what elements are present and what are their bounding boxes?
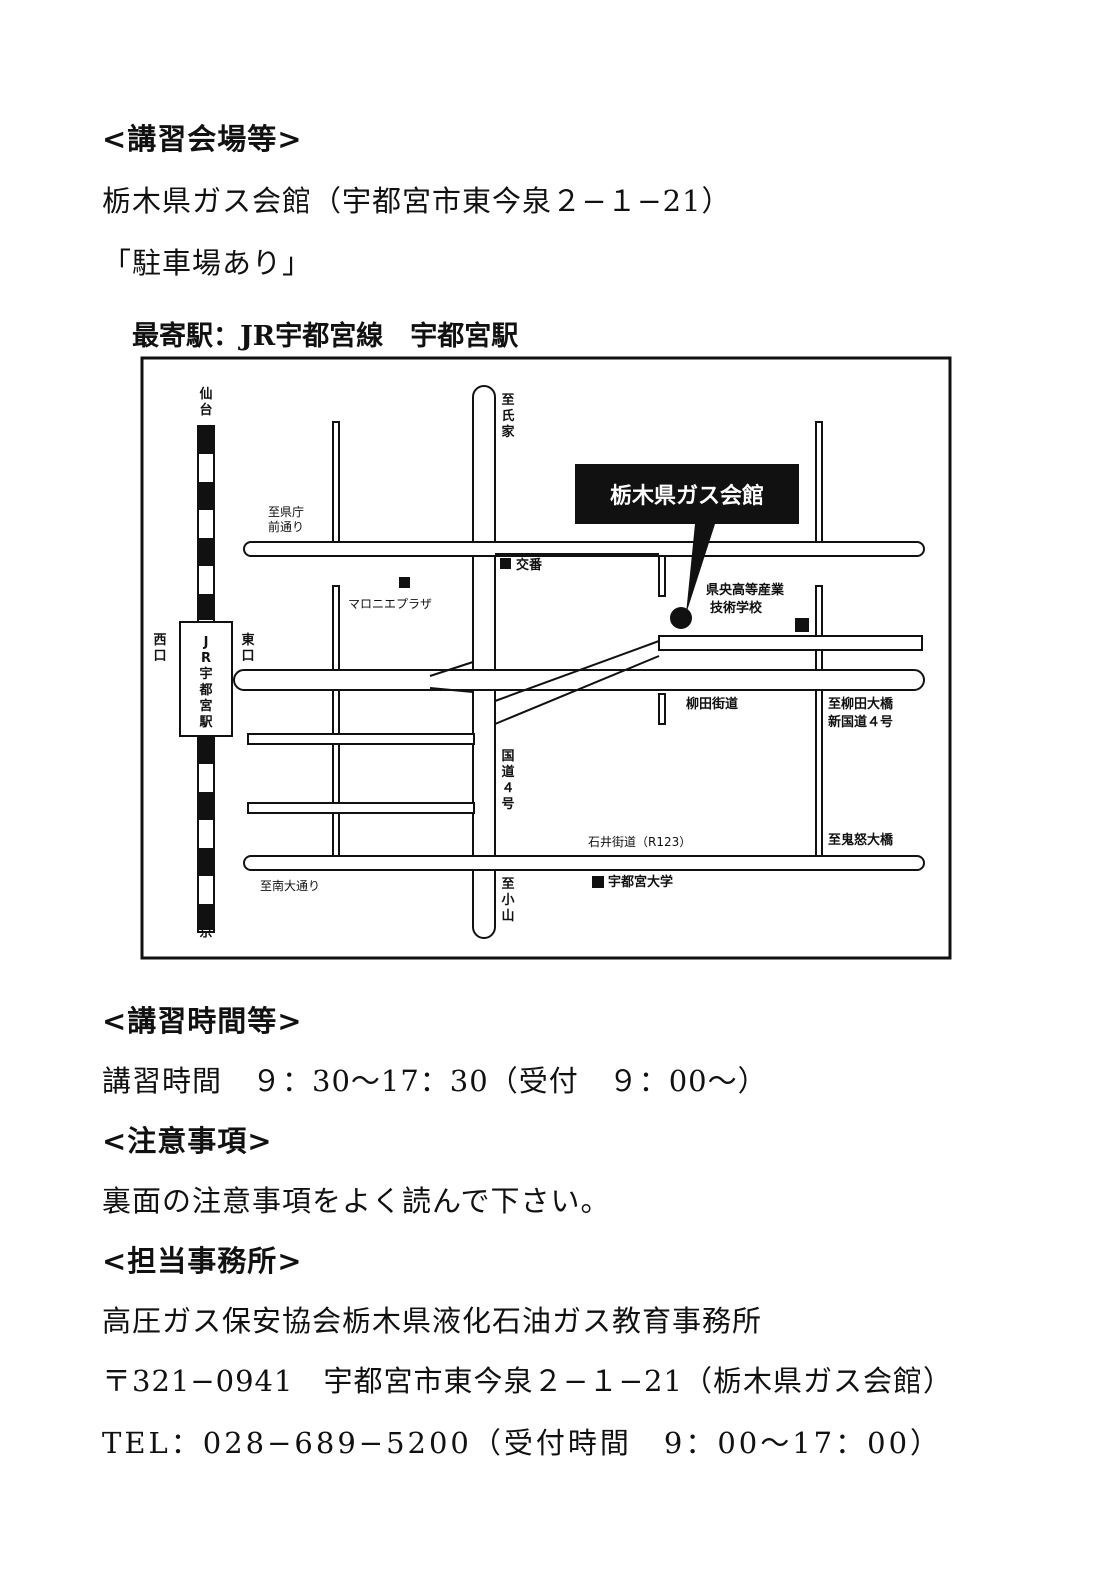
label-yanagita: 柳田街道 <box>686 696 738 712</box>
label-tokyo-1: 東 <box>199 908 212 924</box>
label-univ: 宇都宮大学 <box>608 874 673 890</box>
label-to-oyama-2: 小 <box>501 893 514 908</box>
marronnier-marker <box>399 577 410 588</box>
time-heading: <講習時間等> <box>102 1004 303 1038</box>
nearest-station: 最寄駅：JR宇都宮線 宇都宮駅 <box>132 321 519 352</box>
label-to-kencho-2: 前通り <box>268 519 304 534</box>
label-east-exit-1: 東 <box>241 632 254 648</box>
notes-heading: <注意事項> <box>102 1124 273 1158</box>
label-koban: 交番 <box>516 557 543 573</box>
venue-heading: <講習会場等> <box>102 122 303 156</box>
label-east-exit-2: 口 <box>241 649 254 664</box>
label-tokyo-2: 京 <box>199 924 212 940</box>
label-to-oyama-1: 至 <box>501 877 514 892</box>
label-ishii: 石井街道（R123） <box>588 835 691 849</box>
venue-address: 栃木県ガス会館（宇都宮市東今泉２−１−21） <box>102 184 732 218</box>
label-to-yanagita-bridge-2: 新国道４号 <box>828 714 893 730</box>
office-heading: <担当事務所> <box>102 1244 303 1278</box>
label-station-2: R <box>201 651 211 666</box>
label-station-5: 宮 <box>199 698 212 714</box>
label-station-4: 都 <box>198 682 212 698</box>
roads <box>233 385 925 939</box>
venue-callout-label: 栃木県ガス会館 <box>610 483 764 509</box>
office-name: 高圧ガス保安協会栃木県液化石油ガス教育事務所 <box>102 1304 763 1338</box>
label-school-2: 技術学校 <box>710 600 763 616</box>
label-station-6: 駅 <box>198 715 213 730</box>
label-route4-3: ４ <box>501 781 514 796</box>
label-to-yanagita-bridge-1: 至柳田大橋 <box>828 696 894 712</box>
label-to-minami-odori: 至南大通り <box>260 878 320 893</box>
label-to-oyama-3: 山 <box>501 908 514 924</box>
label-marronnier: マロニエプラザ <box>348 597 432 611</box>
label-sendai-2: 台 <box>199 402 212 418</box>
label-to-kinu-bridge: 至鬼怒大橋 <box>828 832 894 848</box>
label-west-exit-2: 口 <box>153 649 166 664</box>
label-station-3: 宇 <box>199 666 212 682</box>
office-address: 〒321−0941 宇都宮市東今泉２−１−21（栃木県ガス会館） <box>102 1364 953 1398</box>
station-box <box>179 621 233 737</box>
univ-marker <box>592 876 604 888</box>
label-route4-2: 道 <box>501 764 514 780</box>
koban-marker <box>500 558 511 569</box>
access-map: 栃木県ガス会館 仙 台 東 京 至 氏 家 至 小 山 西 口 東 口 J R … <box>140 356 952 960</box>
label-sendai-1: 仙 <box>199 386 212 402</box>
label-west-exit-1: 西 <box>153 633 166 648</box>
label-to-ujiie-1: 至 <box>501 393 514 408</box>
venue-callout <box>575 464 799 524</box>
time-line: 講習時間 ９：30〜17：30（受付 ９：00〜） <box>102 1064 768 1098</box>
label-route4-4: 号 <box>501 797 514 812</box>
label-to-ujiie-3: 家 <box>501 424 515 440</box>
school-marker <box>795 618 809 632</box>
notes-line: 裏面の注意事項をよく読んで下さい。 <box>102 1184 611 1218</box>
venue-marker <box>670 607 692 629</box>
label-to-kencho-1: 至県庁 <box>268 505 304 519</box>
label-to-ujiie-2: 氏 <box>501 409 514 424</box>
office-tel: TEL：028−689−5200（受付時間 9：00〜17：00） <box>102 1426 943 1460</box>
label-school-1: 県央高等産業 <box>706 582 785 598</box>
label-station-1: J <box>203 635 209 650</box>
label-route4-1: 国 <box>501 749 514 764</box>
parking-note: 「駐車場あり」 <box>102 246 313 280</box>
